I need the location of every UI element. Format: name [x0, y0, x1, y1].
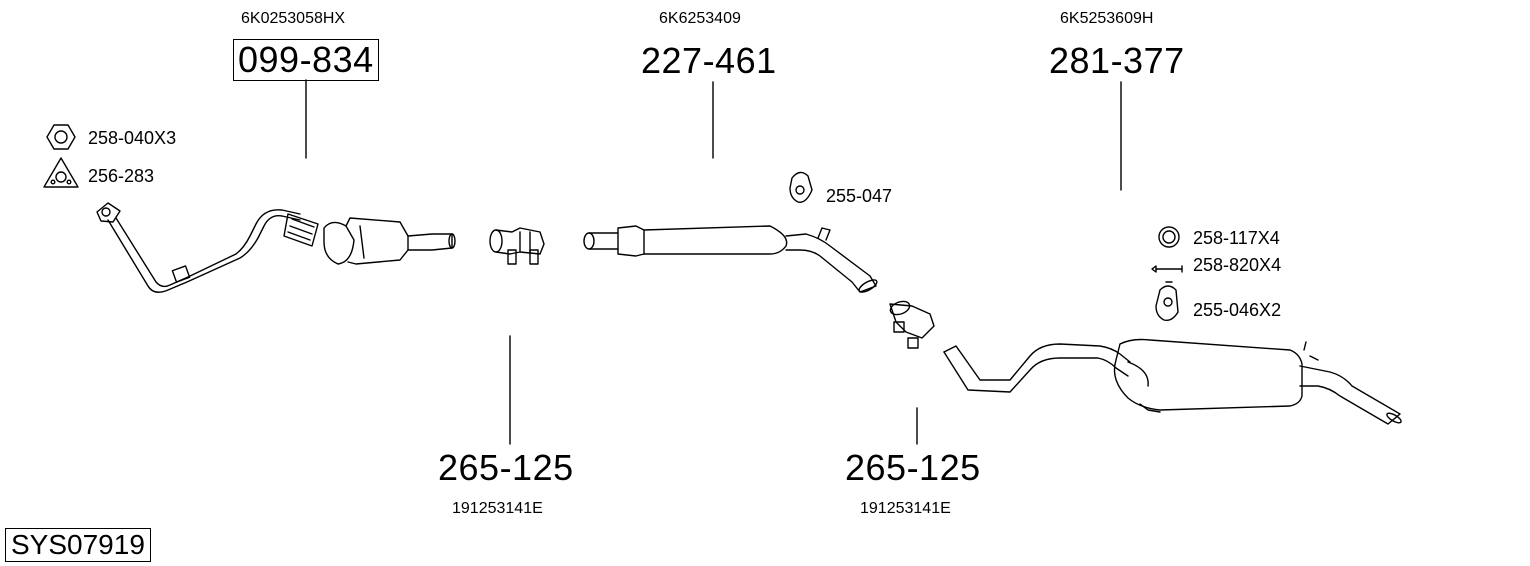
system-code: SYS07919	[5, 528, 151, 562]
oem-number-center-silencer: 6K6253409	[659, 10, 741, 27]
rubber-hanger-icon-a	[789, 171, 813, 203]
gasket-icon	[43, 157, 79, 188]
part-number-rear-silencer[interactable]: 281-377	[1049, 40, 1185, 81]
accessory-label-hanger-b[interactable]: 255-046X2	[1193, 300, 1282, 320]
part-number-clamp-a[interactable]: 265-125	[438, 447, 574, 488]
clamp-icon-a	[489, 227, 545, 265]
oem-number-clamp-a: 191253141E	[452, 500, 543, 517]
oem-number-front-pipe: 6K0253058HX	[241, 10, 346, 27]
bolt-icon	[1151, 265, 1183, 273]
accessory-label-ring[interactable]: 258-117X4	[1193, 228, 1280, 248]
part-number-clamp-b[interactable]: 265-125	[845, 447, 981, 488]
nut-icon	[46, 124, 76, 150]
center-silencer	[583, 225, 878, 293]
oem-number-clamp-b: 191253141E	[860, 500, 951, 517]
clamp-icon-b	[889, 300, 935, 349]
accessory-label-gasket[interactable]: 256-283	[88, 166, 155, 186]
part-number-front-pipe[interactable]: 099-834	[233, 39, 379, 81]
rear-silencer	[943, 338, 1402, 425]
accessory-label-nut[interactable]: 258-040X3	[88, 128, 177, 148]
front-pipe-catalyst	[96, 202, 456, 293]
accessory-label-bolt[interactable]: 258-820X4	[1193, 255, 1282, 275]
ring-icon	[1158, 226, 1180, 248]
oem-number-rear-silencer: 6K5253609H	[1060, 10, 1154, 27]
accessory-label-hanger-a[interactable]: 255-047	[826, 186, 893, 206]
rubber-hanger-icon-b	[1155, 281, 1179, 322]
part-number-center-silencer[interactable]: 227-461	[641, 40, 777, 81]
